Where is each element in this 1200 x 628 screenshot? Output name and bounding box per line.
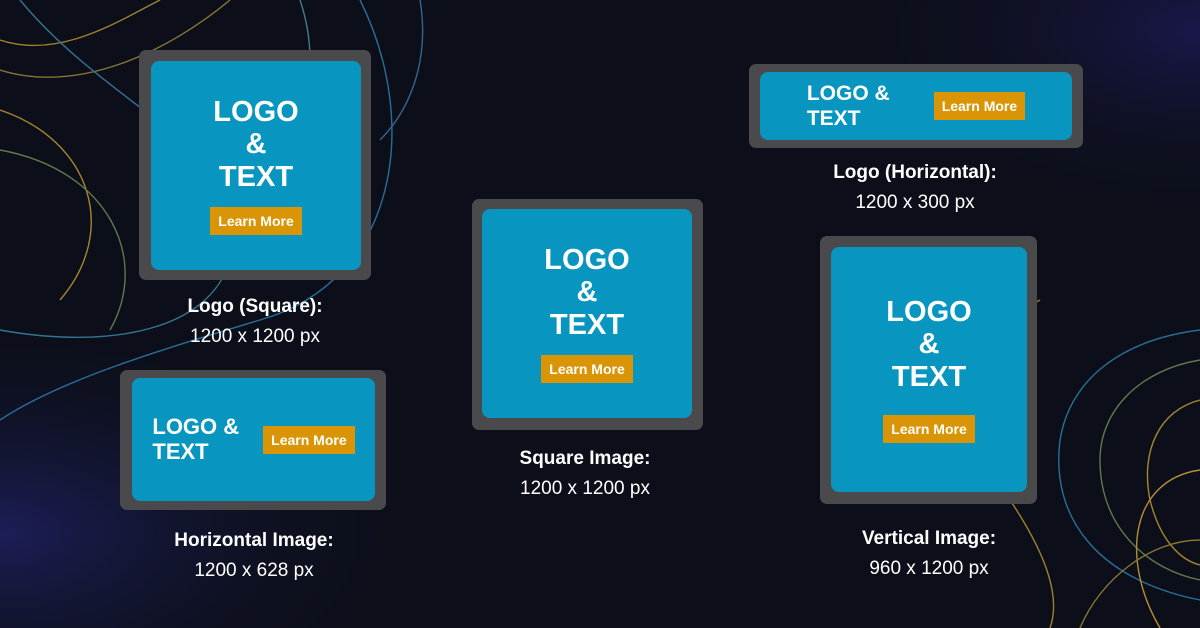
- caption-title: Logo (Horizontal):: [833, 162, 997, 183]
- caption-size: 960 x 1200 px: [869, 558, 989, 579]
- caption-size: 1200 x 300 px: [855, 192, 975, 213]
- logo-horizontal-ad: LOGO & TEXT Learn More: [760, 72, 1072, 140]
- logo-text: LOGO & TEXT: [213, 95, 299, 193]
- horizontal-image-caption: Horizontal Image: 1200 x 628 px: [129, 526, 379, 586]
- learn-more-button[interactable]: Learn More: [541, 355, 633, 384]
- caption-size: 1200 x 1200 px: [520, 478, 650, 499]
- logo-horizontal-caption: Logo (Horizontal): 1200 x 300 px: [790, 158, 1040, 218]
- logo-text: LOGO & TEXT: [806, 81, 890, 130]
- caption-title: Vertical Image:: [861, 528, 997, 549]
- caption-title: Logo (Square):: [187, 296, 323, 317]
- logo-square-caption: Logo (Square): 1200 x 1200 px: [130, 292, 380, 352]
- learn-more-button[interactable]: Learn More: [263, 425, 355, 454]
- horizontal-image-ad: LOGO & TEXT Learn More: [132, 378, 375, 501]
- square-image-caption: Square Image: 1200 x 1200 px: [460, 444, 710, 504]
- vertical-image-caption: Vertical Image: 960 x 1200 px: [804, 524, 1054, 584]
- logo-text: LOGO & TEXT: [152, 413, 240, 464]
- square-image-ad: LOGO & TEXT Learn More: [482, 209, 692, 418]
- logo-square-ad: LOGO & TEXT Learn More: [151, 61, 361, 270]
- learn-more-button[interactable]: Learn More: [883, 415, 975, 444]
- caption-size: 1200 x 1200 px: [190, 326, 320, 347]
- logo-text: LOGO & TEXT: [886, 295, 972, 393]
- caption-title: Square Image:: [519, 448, 651, 469]
- vertical-image-ad: LOGO & TEXT Learn More: [831, 247, 1027, 492]
- caption-title: Horizontal Image:: [174, 530, 334, 551]
- learn-more-button[interactable]: Learn More: [933, 92, 1026, 120]
- learn-more-button[interactable]: Learn More: [210, 207, 302, 236]
- logo-text: LOGO & TEXT: [544, 243, 630, 341]
- caption-size: 1200 x 628 px: [194, 560, 314, 581]
